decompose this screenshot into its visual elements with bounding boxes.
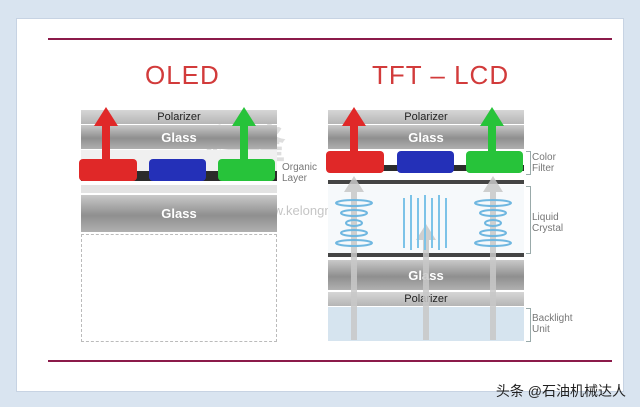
lcd-liquid-crystal-area [328, 185, 524, 253]
organic-label-line2: Layer [282, 173, 308, 184]
lcd-title: TFT – LCD [372, 60, 510, 90]
liquid-crystal-line1: Liquid [532, 212, 559, 223]
liquid-crystal-brace [526, 186, 531, 254]
lcd-backlight-label: Backlight Unit [532, 313, 573, 335]
backlight-brace [526, 308, 531, 342]
lcd-alignment-layer-bottom [328, 253, 524, 257]
lcd-alignment-layer-top [328, 180, 524, 184]
lcd-glass-top: Glass [328, 125, 524, 149]
oled-spacer [81, 185, 277, 193]
lcd-color-filter-label: Color Filter [532, 152, 556, 174]
color-filter-line1: Color [532, 152, 556, 163]
lcd-blue-filter [397, 151, 454, 173]
lcd-polarizer-bottom: Polarizer [328, 292, 524, 306]
oled-glass-top: Glass [81, 125, 277, 149]
liquid-crystal-line2: Crystal [532, 223, 564, 234]
lcd-red-filter [326, 151, 384, 173]
lcd-backlight-unit [328, 307, 524, 341]
oled-green-pixel [218, 159, 275, 181]
lcd-polarizer-top: Polarizer [328, 110, 524, 124]
lcd-liquid-crystal-label: Liquid Crystal [532, 212, 563, 234]
color-filter-brace [526, 151, 531, 175]
oled-organic-label: Organic Layer [282, 162, 317, 184]
footer-attribution: 头条 @石油机械达人 [495, 383, 626, 399]
color-filter-line2: Filter [532, 163, 555, 174]
oled-blue-pixel [149, 159, 206, 181]
lcd-green-filter [466, 151, 523, 173]
backlight-line1: Backlight [532, 313, 573, 324]
backlight-line2: Unit [532, 324, 550, 335]
oled-empty-area [81, 234, 277, 342]
oled-title: OLED [145, 60, 220, 90]
lcd-glass-bottom: Glass [328, 260, 524, 290]
oled-glass-bottom: Glass [81, 195, 277, 232]
top-rule [48, 38, 612, 40]
organic-label-line1: Organic [282, 162, 318, 173]
oled-polarizer: Polarizer [81, 110, 277, 124]
bottom-rule [48, 360, 612, 362]
oled-red-pixel [79, 159, 137, 181]
